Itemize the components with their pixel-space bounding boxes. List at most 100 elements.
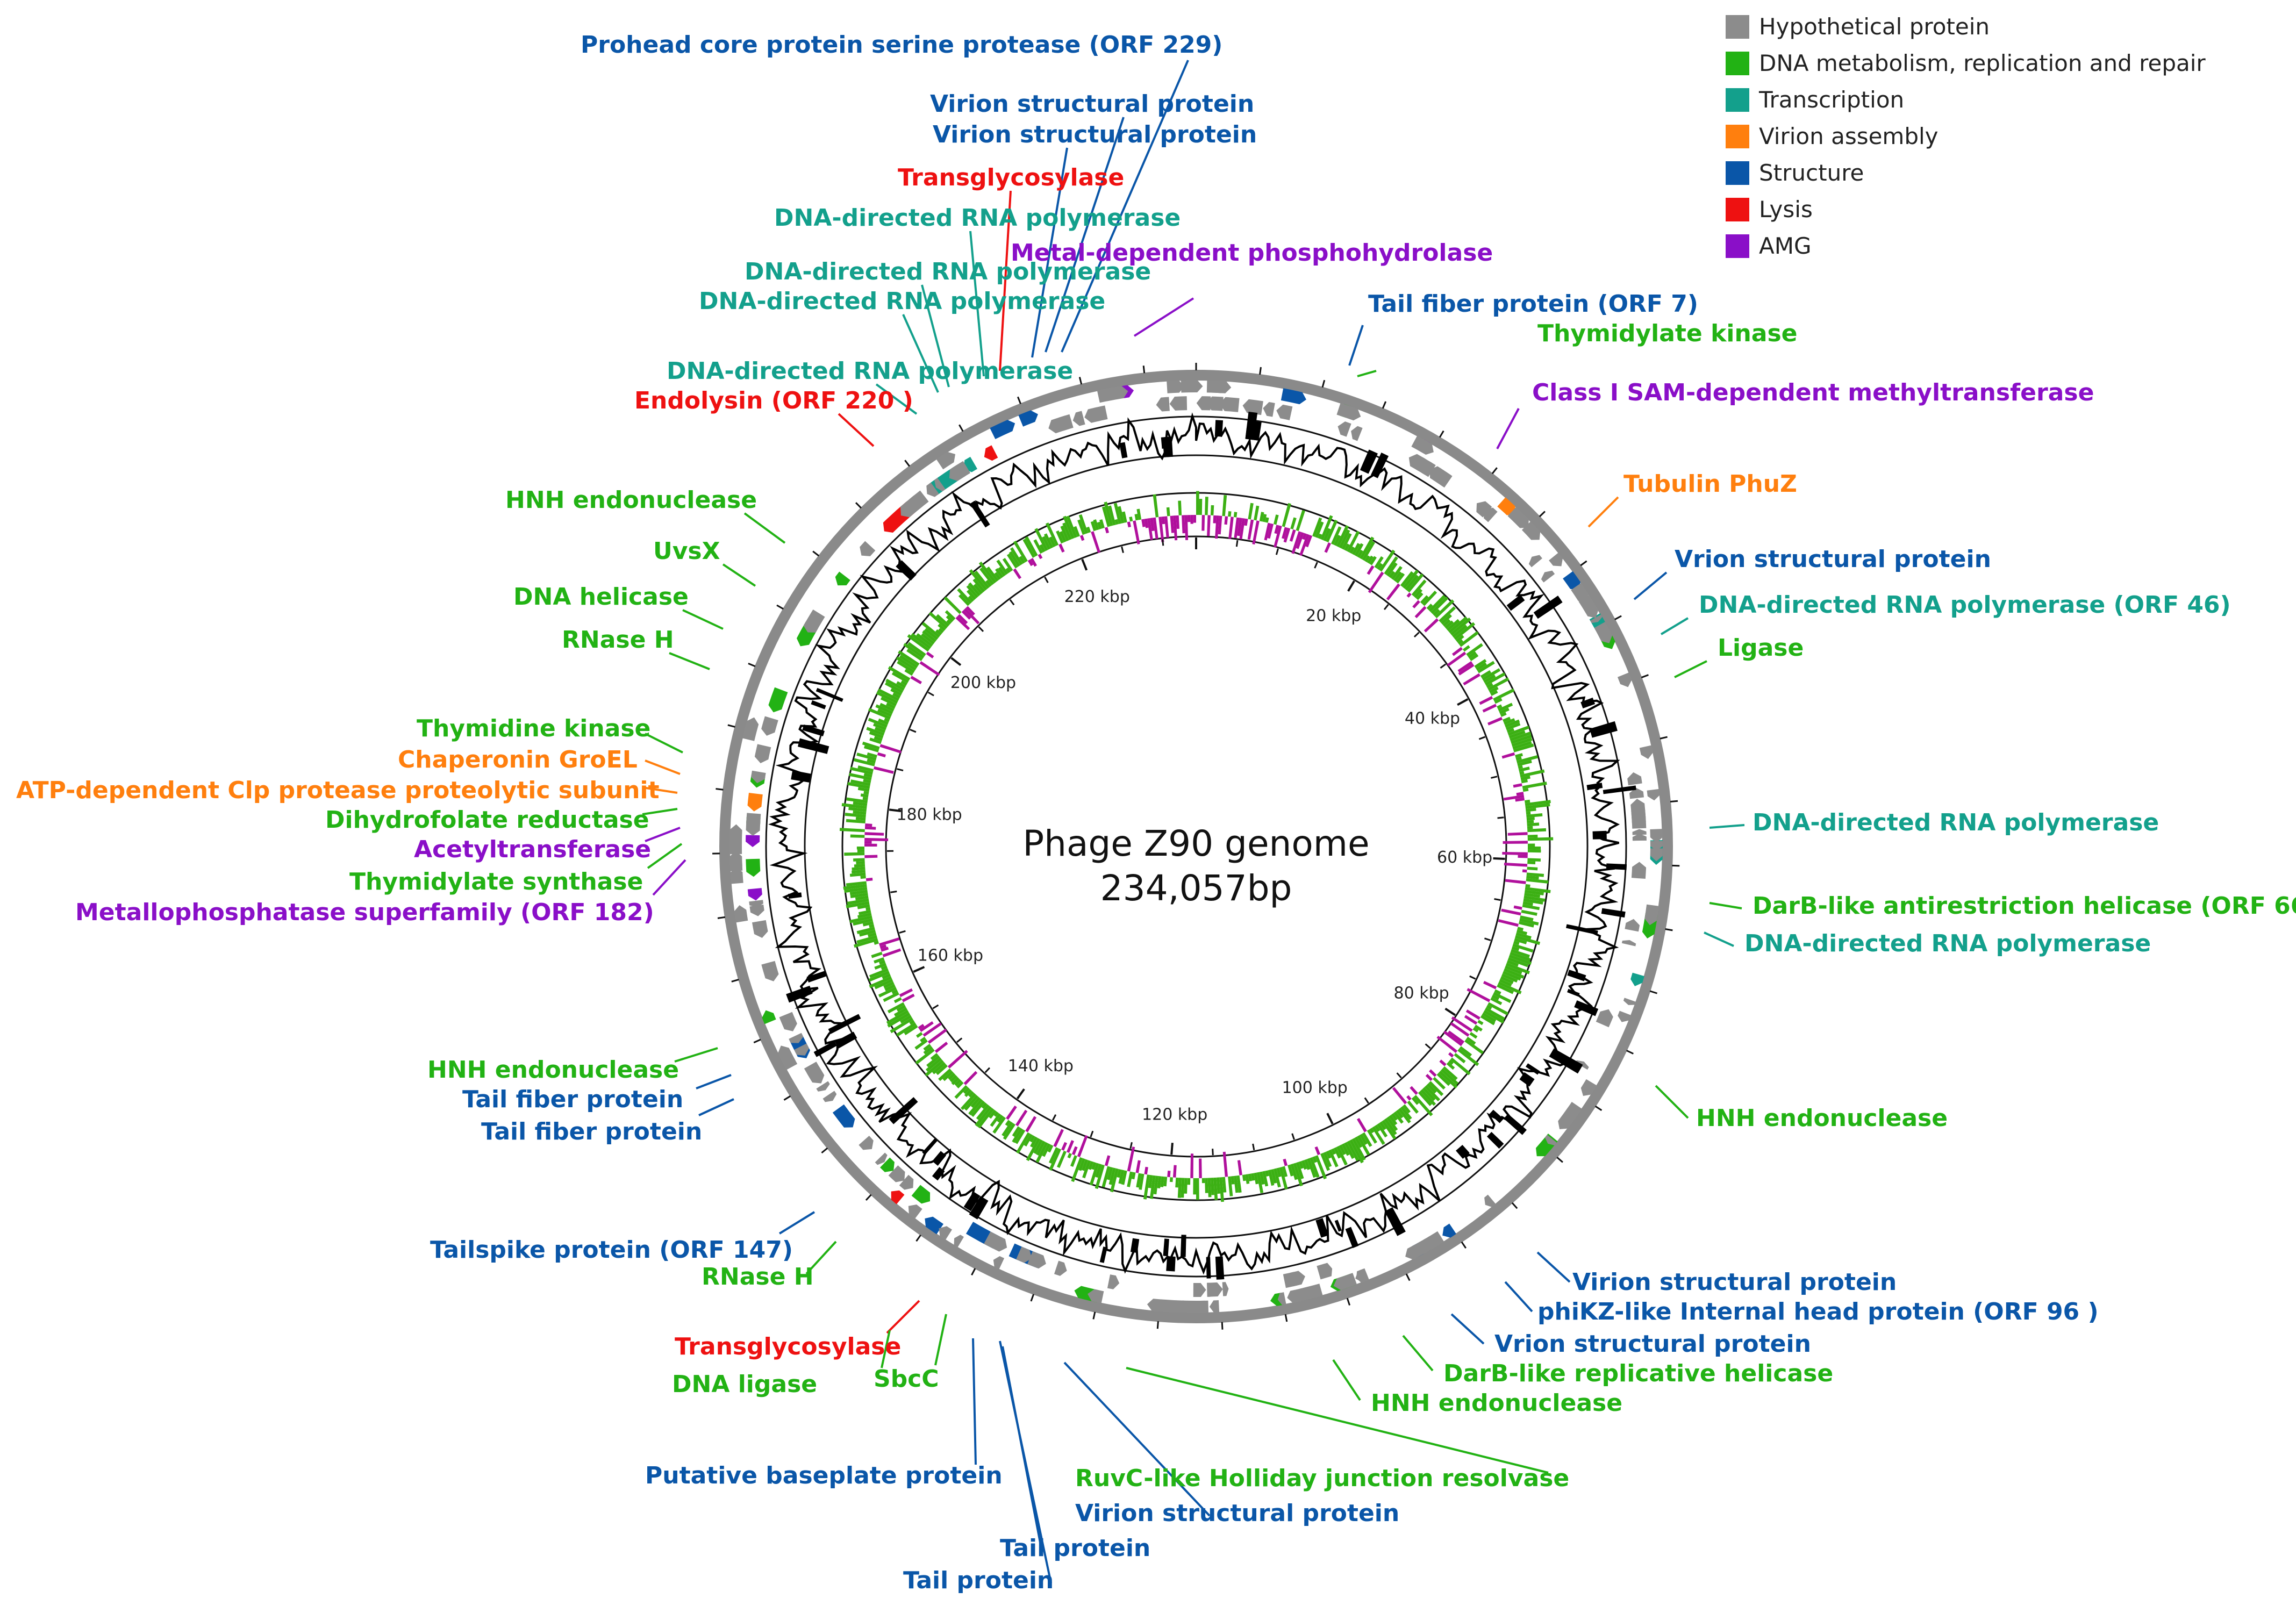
gc-skew-positive <box>878 718 889 725</box>
gc-skew-positive <box>957 588 972 604</box>
gc-skew-positive <box>1265 1170 1269 1177</box>
tick-mark <box>927 691 934 697</box>
gc-skew-negative <box>1172 515 1178 541</box>
annotation-leader <box>1063 1361 1211 1517</box>
annotation-label: HNH endonuclease <box>427 1056 679 1084</box>
gc-skew-positive <box>1526 816 1535 821</box>
gc-skew-positive <box>1233 1175 1239 1193</box>
gc-content-peak <box>791 770 811 783</box>
gc-skew-negative <box>1199 1158 1202 1178</box>
outer-tick-mark <box>1382 401 1387 409</box>
gc-skew-positive <box>1002 1121 1013 1137</box>
outer-tick-mark <box>1017 396 1021 404</box>
gc-skew-negative <box>1458 663 1475 676</box>
gc-skew-positive <box>923 1044 932 1051</box>
gene-hypothetical <box>899 1174 914 1190</box>
gc-skew-positive <box>1446 1062 1455 1070</box>
gc-skew-positive <box>985 579 992 587</box>
annotation-leader <box>1709 824 1745 829</box>
gc-skew-negative <box>1392 1087 1407 1105</box>
gc-skew-positive <box>1472 1027 1479 1033</box>
gc-skew-positive <box>896 681 906 689</box>
tick-label: 120 kbp <box>1142 1105 1207 1124</box>
gene-hypothetical <box>1156 397 1170 412</box>
gene-hypothetical <box>1054 1260 1067 1276</box>
gc-content-peak <box>1099 1246 1107 1263</box>
gc-skew-positive <box>1485 672 1506 686</box>
gc-skew-positive <box>849 872 866 877</box>
gc-skew-negative <box>1190 515 1193 524</box>
gc-skew-positive <box>1282 1166 1288 1177</box>
gc-skew-positive <box>1391 565 1403 580</box>
gc-skew-positive <box>1434 599 1455 619</box>
gc-skew-positive <box>1139 1173 1145 1190</box>
gc-skew-positive <box>1315 521 1324 538</box>
gc-content-peak <box>1519 1072 1535 1087</box>
gene-hypothetical <box>1206 1282 1213 1297</box>
annotation-label: RNase H <box>702 1263 814 1291</box>
outer-tick-mark <box>1321 379 1326 388</box>
gc-skew-positive <box>1113 503 1122 525</box>
gc-skew-positive <box>1248 1173 1253 1181</box>
gc-content-peak <box>969 1196 989 1220</box>
gc-skew-positive <box>898 650 920 666</box>
gc-skew-positive <box>1118 506 1125 524</box>
gc-skew-positive <box>1326 1150 1332 1159</box>
gc-skew-positive <box>1442 1066 1458 1080</box>
gc-skew-positive <box>1196 491 1199 515</box>
gc-skew-positive <box>1454 622 1476 640</box>
gc-skew-positive <box>1231 1176 1235 1185</box>
gc-skew-positive <box>1143 1174 1150 1200</box>
gc-skew-negative <box>1228 517 1234 539</box>
gc-skew-positive <box>846 901 870 908</box>
gc-skew-positive <box>1525 803 1550 809</box>
tick-mark <box>1440 663 1447 669</box>
gc-skew-positive <box>1107 1166 1113 1180</box>
gc-content-peak <box>1580 697 1596 708</box>
gc-skew-positive <box>846 819 866 823</box>
gc-skew-negative <box>1058 543 1065 553</box>
gc-skew-negative <box>1187 515 1191 522</box>
gc-skew-positive <box>900 1015 912 1024</box>
gene-dna <box>768 687 788 713</box>
tick-mark <box>899 930 906 934</box>
gc-skew-positive <box>1349 546 1355 554</box>
legend-swatch <box>1726 88 1749 112</box>
gc-skew-positive <box>1039 544 1046 553</box>
gc-skew-positive <box>1422 1087 1436 1101</box>
gc-skew-positive <box>1466 1036 1476 1045</box>
gc-skew-positive <box>1341 533 1352 550</box>
outer-tick-mark <box>1259 367 1262 375</box>
gc-skew-positive <box>847 898 869 905</box>
gc-skew-positive <box>1008 551 1021 567</box>
gc-skew-positive <box>921 633 935 645</box>
gc-skew-positive <box>1012 1128 1023 1143</box>
gc-skew-positive <box>1213 1177 1218 1200</box>
gc-skew-positive <box>1033 539 1043 554</box>
annotation-label: Prohead core protein serine protease (OR… <box>581 31 1222 59</box>
gc-skew-positive <box>897 660 915 673</box>
gc-skew-positive <box>1003 1123 1015 1140</box>
outer-tick-mark <box>1078 377 1083 385</box>
gc-content-peak <box>1180 1235 1186 1257</box>
outer-tick-mark <box>855 502 862 509</box>
annotation-leader <box>1450 1313 1485 1345</box>
gene-hypothetical <box>1191 1300 1205 1313</box>
outer-tick-mark <box>1556 1157 1563 1163</box>
outer-tick-mark <box>1539 511 1546 518</box>
gc-skew-positive <box>1508 730 1526 739</box>
gc-content-peak <box>1360 449 1378 474</box>
gc-skew-positive <box>922 630 937 643</box>
gc-skew-negative <box>1513 783 1522 788</box>
annotation-label: DarB-like antirestriction helicase (ORF … <box>1753 892 2296 920</box>
gc-skew-positive <box>1326 519 1338 543</box>
gc-skew-positive <box>1516 755 1539 764</box>
gc-skew-positive <box>1187 1178 1191 1185</box>
gene-hypothetical <box>1631 862 1647 879</box>
gc-skew-negative <box>1296 532 1304 549</box>
gene-hypothetical <box>1263 402 1275 417</box>
gc-skew-negative <box>1079 535 1085 541</box>
annotation-label: DNA helicase <box>513 583 689 611</box>
annotation-label: DNA ligase <box>672 1371 817 1398</box>
